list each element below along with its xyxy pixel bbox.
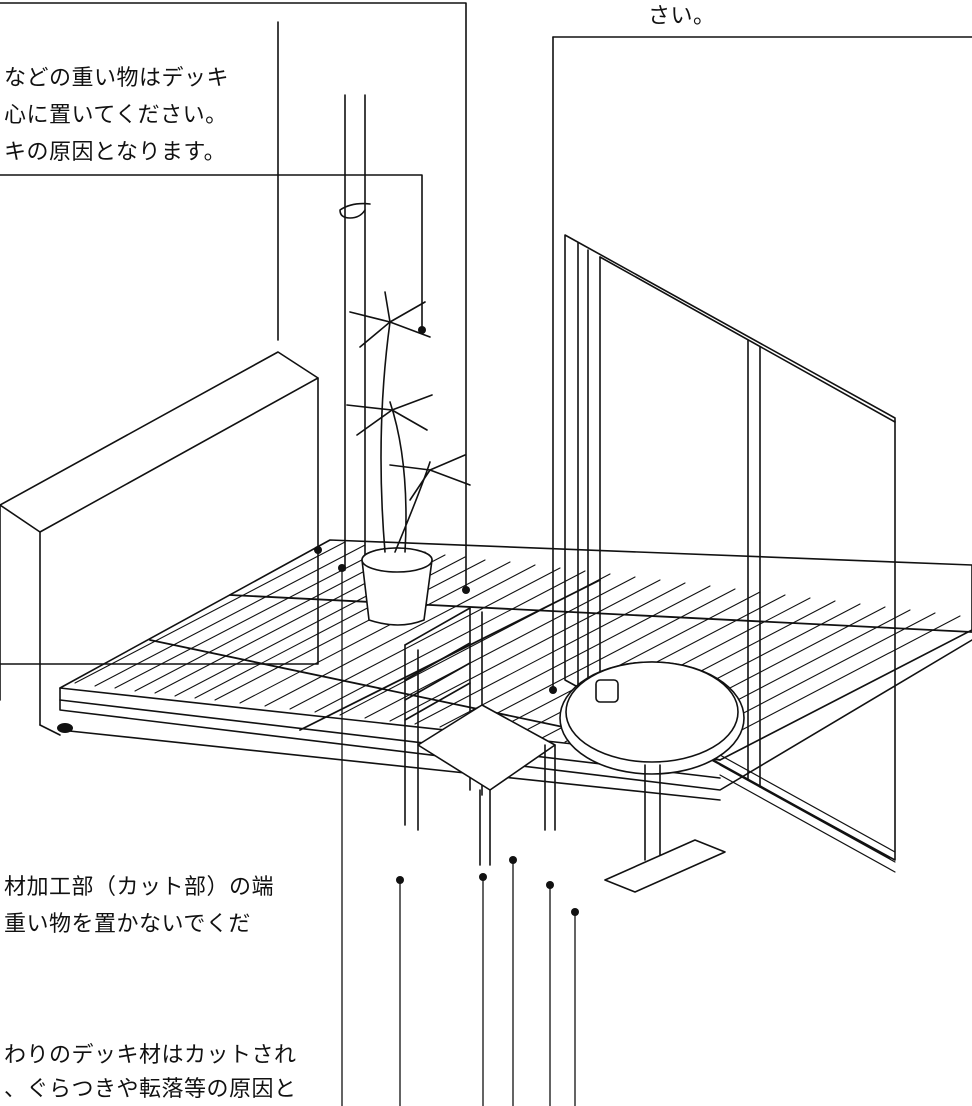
drain-pipe: [339, 94, 371, 571]
round-table: [559, 661, 745, 893]
parapet-wall: [0, 351, 319, 736]
door-rail: [719, 754, 896, 873]
note-heavy-objects-line-2: 心に置いてください。: [4, 103, 228, 128]
note-surrounding-line-2: 、ぐらつきや転落等の原因と: [4, 1077, 297, 1102]
note-cut-edge-line-2: 重い物を置かないでくだ: [4, 912, 251, 937]
note-heavy-objects-line-1: などの重い物はデッキ: [4, 66, 230, 91]
note-cut-edge-line-1: 材加工部（カット部）の端: [4, 875, 275, 900]
chair: [404, 607, 556, 866]
callout-frames: [0, 2, 972, 691]
note-surrounding-line-1: わりのデッキ材はカットされ: [4, 1043, 297, 1068]
note-heavy-objects-line-3: キの原因となります。: [4, 140, 227, 165]
callout-markers: [57, 326, 579, 916]
potted-plant: [346, 291, 471, 626]
note-top-fragment: さい。: [648, 4, 716, 29]
callout-leader-lines: [341, 569, 576, 1106]
